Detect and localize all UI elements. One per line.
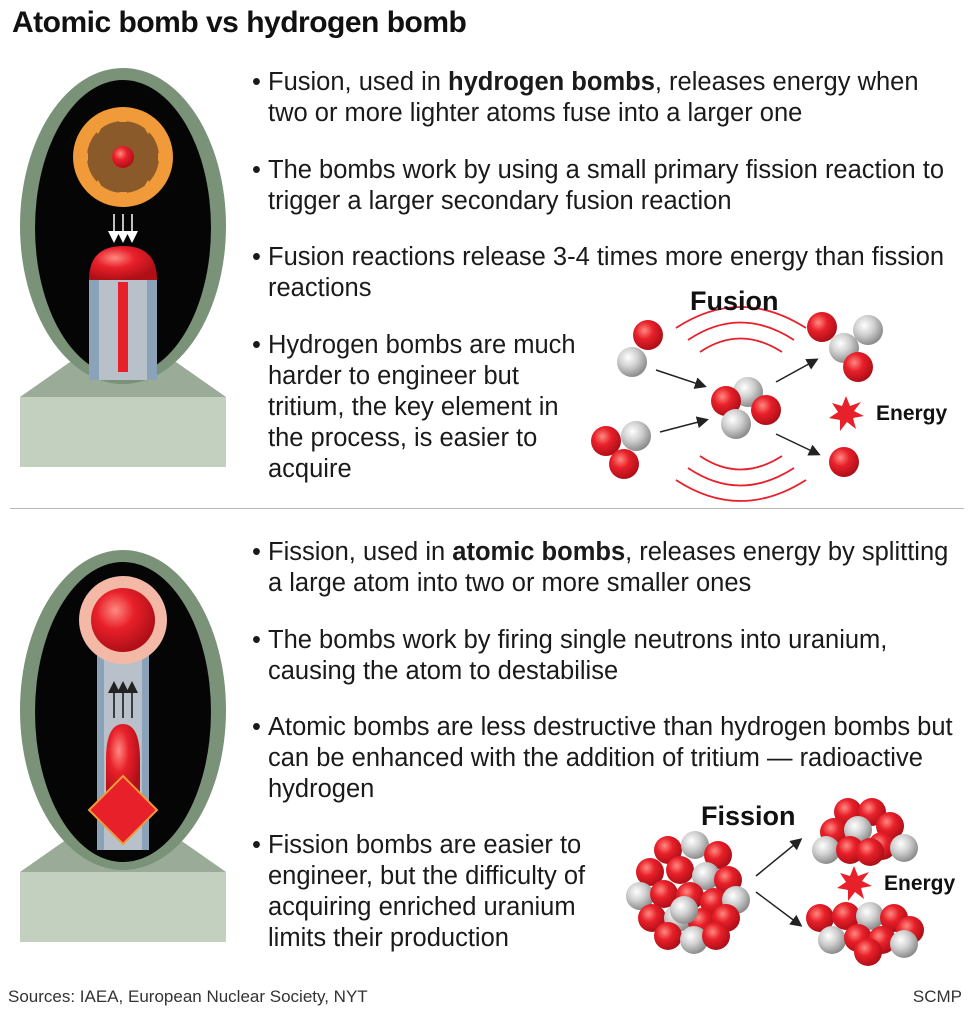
fusion-energy-icon: [829, 396, 864, 431]
neutron-ball: [890, 834, 918, 862]
atomic-bullet-4: Fission bombs are easier to engineer, bu…: [252, 830, 628, 954]
neutron-ball: [856, 902, 884, 930]
fission-energy-label: Energy: [884, 872, 956, 895]
abomb-projectile: [106, 724, 140, 800]
hbomb-base: [20, 397, 226, 467]
atomic-bullet-1: Fission, used in atomic bombs, releases …: [252, 537, 958, 599]
neutron-ball: [818, 926, 846, 954]
hbomb-primary-core: [112, 146, 134, 168]
hbomb-spark-plug: [118, 282, 128, 372]
neutron-ball: [670, 896, 698, 924]
proton-ball: [704, 841, 732, 869]
proton-ball: [638, 904, 666, 932]
proton-ball: [702, 922, 730, 950]
atomic-bomb-illustration: [20, 550, 226, 942]
hydrogen-bullet-2: The bombs work by using a small primary …: [252, 155, 958, 217]
proton-ball: [650, 880, 678, 908]
credit-footer: SCMP: [912, 987, 962, 1006]
neutron-ball: [812, 836, 840, 864]
fusion-diagram: [591, 306, 883, 502]
proton-ball: [654, 922, 682, 950]
neutron-ball: [890, 930, 918, 958]
proton-ball: [636, 858, 664, 886]
neutron-ball: [692, 862, 720, 890]
neutron-ball: [626, 882, 654, 910]
proton-ball: [856, 838, 884, 866]
section-divider: [10, 508, 964, 509]
fission-diagram: [626, 798, 924, 966]
abomb-target-core: [91, 588, 155, 652]
atomic-bullet-3: Atomic bombs are less destructive than h…: [252, 712, 958, 805]
fission-energy-icon: [837, 866, 872, 901]
sources-footer: Sources: IAEA, European Nuclear Society,…: [8, 987, 368, 1006]
fission-label: Fission: [701, 801, 796, 831]
proton-ball: [832, 902, 860, 930]
proton-ball: [666, 856, 694, 884]
hbomb-secondary-dome: [89, 246, 157, 280]
atomic-bullet-2: The bombs work by firing single neutrons…: [252, 625, 958, 687]
hydrogen-bullet-4: Hydrogen bombs are much harder to engine…: [252, 330, 598, 485]
page-title: Atomic bomb vs hydrogen bomb: [12, 6, 467, 39]
proton-ball: [854, 938, 882, 966]
proton-ball: [806, 904, 834, 932]
hydrogen-bullet-1: Fusion, used in hydrogen bombs, releases…: [252, 67, 958, 129]
abomb-explosive: [87, 774, 159, 846]
hydrogen-bullet-3: Fusion reactions release 3-4 times more …: [252, 242, 958, 304]
neutron-ball: [680, 926, 708, 954]
fusion-energy-label: Energy: [876, 402, 948, 425]
hydrogen-bomb-illustration: [20, 68, 226, 467]
abomb-base: [20, 872, 226, 942]
neutron-ball: [681, 831, 709, 859]
